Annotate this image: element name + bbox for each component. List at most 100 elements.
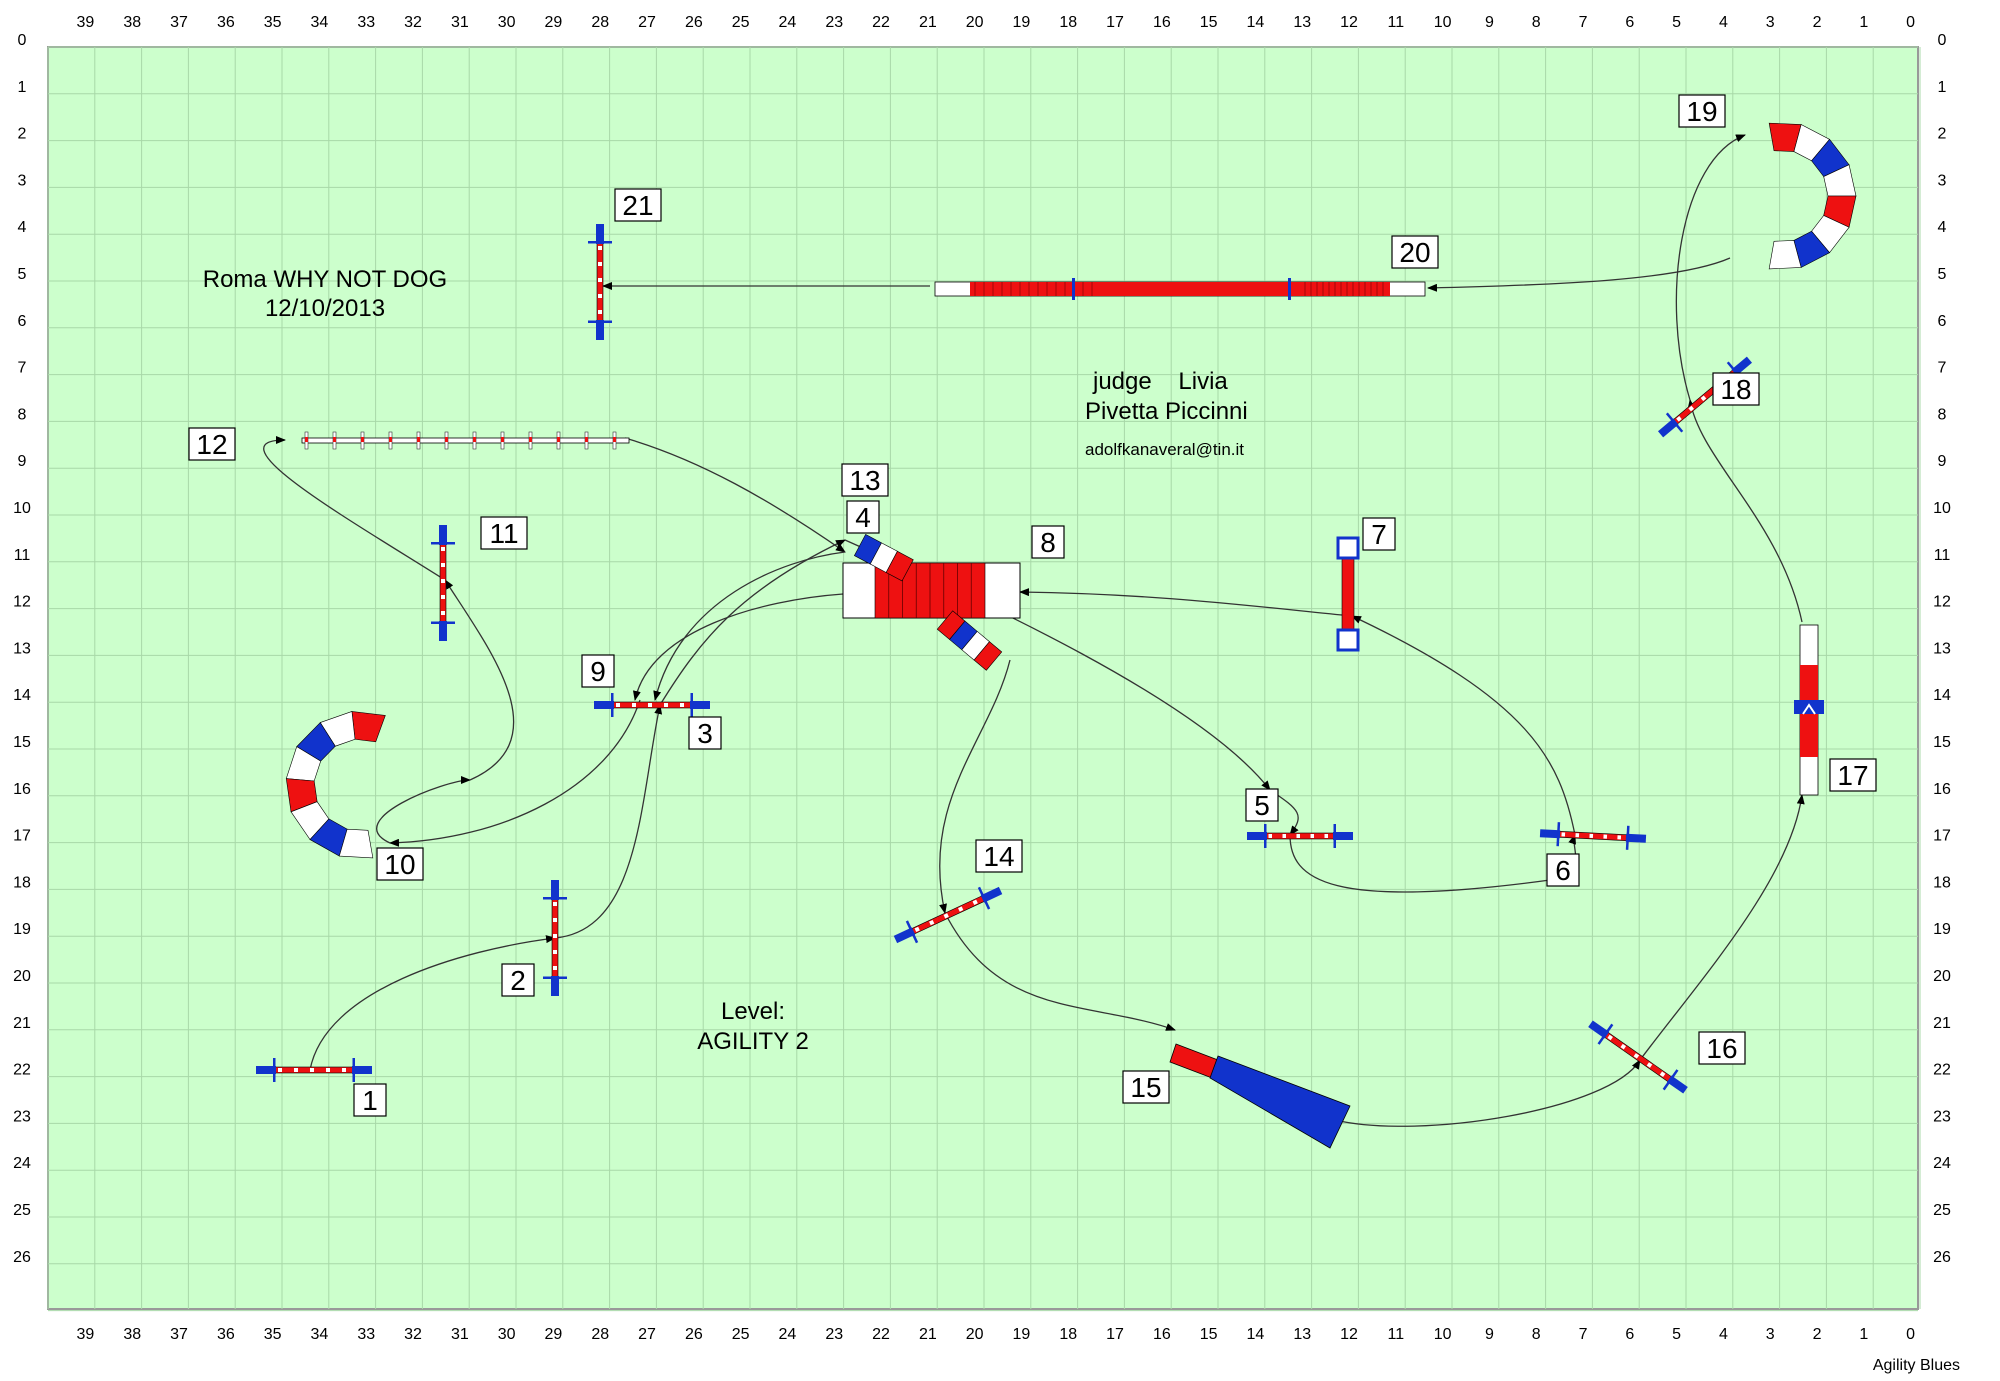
jump-upright-left xyxy=(543,897,567,900)
x-axis-tick-label-bottom: 2 xyxy=(1813,1326,1822,1343)
x-axis-tick-label-top: 16 xyxy=(1153,14,1171,31)
jump-wing-right xyxy=(596,320,604,340)
x-axis-tick-label-bottom: 19 xyxy=(1013,1326,1031,1343)
jump-wing-right xyxy=(980,886,1003,903)
x-axis-tick-label-top: 22 xyxy=(872,14,890,31)
x-axis-tick-label-top: 13 xyxy=(1293,14,1311,31)
path-segment xyxy=(1639,794,1805,1061)
tire-7-bottom xyxy=(1336,628,1360,652)
jump-bar-stripe xyxy=(1633,1053,1640,1059)
obstacle-number-20: 20 xyxy=(1391,235,1439,269)
y-axis-tick-label-left: 1 xyxy=(18,79,27,96)
course-notes: Roma WHY NOT DOG 12/10/2013 judge Livia … xyxy=(203,266,1248,1055)
jump-bar-stripe xyxy=(632,703,636,707)
weave-12-pole-marker xyxy=(333,437,336,442)
jump-bar-stripe xyxy=(598,278,602,282)
x-axis-tick-label-bottom: 24 xyxy=(779,1326,797,1343)
jump-bar-stripe xyxy=(1659,1071,1666,1077)
obstacle-number-13: 13 xyxy=(841,463,889,497)
number-box xyxy=(975,839,1023,873)
jump-bar-stripe xyxy=(598,246,602,250)
jump-bar-stripe xyxy=(1589,833,1594,838)
y-axis-tick-label-left: 3 xyxy=(18,172,27,189)
jump-bar-stripe xyxy=(1296,834,1300,838)
tunnel-4-segment xyxy=(885,550,914,582)
jump-wing-left xyxy=(1657,418,1679,438)
x-axis-tick-label-bottom: 27 xyxy=(638,1326,656,1343)
number-box xyxy=(1245,788,1279,822)
jump-wing-left xyxy=(1588,1020,1610,1039)
y-axis-tick-label-right: 20 xyxy=(1933,968,1951,985)
number-text: 6 xyxy=(1555,855,1571,886)
y-axis-tick-label-left: 2 xyxy=(18,126,27,143)
number-text: 21 xyxy=(622,190,653,221)
y-axis-tick-label-right: 21 xyxy=(1933,1015,1951,1032)
path-segment xyxy=(309,935,556,1071)
x-axis-tick-label-bottom: 21 xyxy=(919,1326,937,1343)
dogwalk-20-support xyxy=(1288,278,1291,300)
jump-bar-stripe xyxy=(1324,834,1328,838)
x-axis-tick-label-bottom: 9 xyxy=(1485,1326,1494,1343)
jump-bar-stripe xyxy=(553,950,557,954)
obstacle-number-3: 3 xyxy=(688,716,722,750)
dogwalk-20 xyxy=(934,278,1426,300)
y-axis-tick-label-left: 18 xyxy=(13,874,31,891)
number-box xyxy=(1678,94,1726,128)
x-axis-tick-label-bottom: 22 xyxy=(872,1326,890,1343)
jump-bar-stripe xyxy=(441,563,445,567)
jump-6 xyxy=(1539,822,1647,850)
x-axis-tick-label-bottom: 31 xyxy=(451,1326,469,1343)
jump-bar-stripe xyxy=(1268,834,1272,838)
x-axis-tick-label-bottom: 30 xyxy=(498,1326,516,1343)
weave-12-pole-marker xyxy=(389,437,392,442)
y-axis-tick-label-right: 8 xyxy=(1938,406,1947,423)
y-axis-tick-label-left: 10 xyxy=(13,500,31,517)
jump-wing-left xyxy=(551,880,559,900)
weave-12-pole-marker xyxy=(417,437,420,442)
y-axis-tick-label-right: 5 xyxy=(1938,266,1947,283)
obstacle-number-14: 14 xyxy=(975,839,1023,873)
obstacle-number-2: 2 xyxy=(501,963,535,997)
weave-12-pole-marker xyxy=(473,437,476,442)
y-axis-tick-label-right: 26 xyxy=(1933,1249,1951,1266)
x-axis-tick-label-bottom: 26 xyxy=(685,1326,703,1343)
y-axis-tick-label-left: 9 xyxy=(18,453,27,470)
obstacle-number-12: 12 xyxy=(188,427,236,461)
y-axis-tick-label-right: 10 xyxy=(1933,500,1951,517)
number-box xyxy=(1362,517,1396,551)
jump-3 xyxy=(594,693,710,717)
jump-upright-right xyxy=(1625,825,1630,850)
y-axis-tick-label-right: 17 xyxy=(1933,828,1951,845)
x-axis-tick-label-top: 2 xyxy=(1813,14,1822,31)
path-segment xyxy=(1019,588,1353,617)
jump-5 xyxy=(1247,824,1353,848)
jump-upright-left xyxy=(588,241,612,244)
dogwalk-20-plank xyxy=(970,282,1390,296)
jump-bar-stripe xyxy=(553,902,557,906)
y-axis-tick-label-right: 23 xyxy=(1933,1108,1951,1125)
x-axis-tick-label-bottom: 29 xyxy=(545,1326,563,1343)
number-box xyxy=(1546,853,1580,887)
number-text: 14 xyxy=(983,841,1014,872)
number-text: 18 xyxy=(1720,374,1751,405)
y-axis-tick-label-right: 3 xyxy=(1938,172,1947,189)
number-text: 13 xyxy=(849,465,880,496)
number-text: 2 xyxy=(510,965,526,996)
tunnel-segment xyxy=(338,828,374,859)
x-axis-tick-label-top: 28 xyxy=(591,14,609,31)
x-axis-tick-label-top: 18 xyxy=(1059,14,1077,31)
x-axis-tick-label-top: 31 xyxy=(451,14,469,31)
x-axis-tick-label-bottom: 3 xyxy=(1766,1326,1775,1343)
obstacle-number-10: 10 xyxy=(376,847,424,881)
number-box xyxy=(1712,372,1760,406)
y-axis-tick-label-left: 15 xyxy=(13,734,31,751)
jump-bar-stripe xyxy=(1700,395,1707,402)
path-segment xyxy=(632,593,844,701)
jump-1 xyxy=(256,1058,372,1082)
x-axis-tick-label-bottom: 16 xyxy=(1153,1326,1171,1343)
x-axis-tick-label-top: 15 xyxy=(1200,14,1218,31)
x-axis-tick-label-top: 32 xyxy=(404,14,422,31)
jump-wing-right xyxy=(1666,1075,1688,1094)
number-text: 19 xyxy=(1686,96,1717,127)
jump-bar-stripe xyxy=(664,703,668,707)
